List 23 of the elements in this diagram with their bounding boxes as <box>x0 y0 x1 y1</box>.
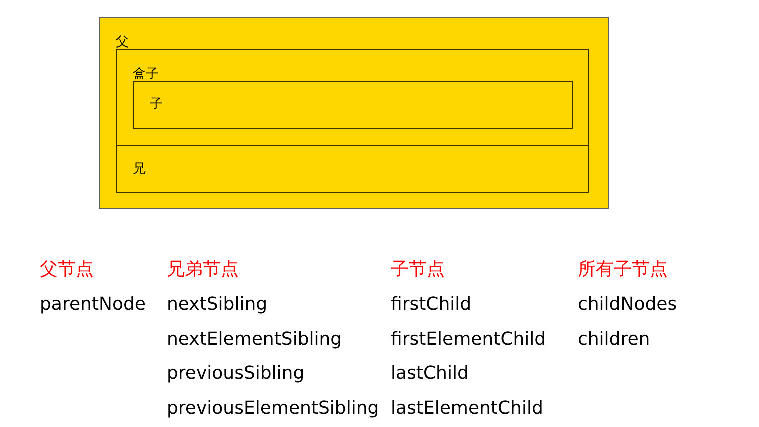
property-name: children <box>578 329 650 351</box>
property-name: previousSibling <box>167 363 305 385</box>
property-name: lastChild <box>391 363 469 385</box>
column-heading: 所有子节点 <box>578 259 668 281</box>
column-heading: 子节点 <box>391 259 445 281</box>
property-name: parentNode <box>40 294 146 316</box>
box-label: 子 <box>150 97 163 112</box>
property-name: childNodes <box>578 294 678 316</box>
property-name: nextElementSibling <box>167 329 342 351</box>
column-heading: 兄弟节点 <box>167 259 239 281</box>
property-name: firstElementChild <box>391 329 546 351</box>
property-name: previousElementSibling <box>167 398 380 420</box>
inner-box <box>133 81 573 129</box>
column-heading: 父节点 <box>40 259 94 281</box>
box-label: 父 <box>116 35 129 50</box>
middle-box <box>116 49 589 146</box>
lower-box <box>116 145 589 193</box>
outer-box <box>99 17 609 209</box>
property-name: firstChild <box>391 294 472 316</box>
box-label: 盒子 <box>133 67 159 82</box>
box-label: 兄 <box>133 162 146 177</box>
property-name: nextSibling <box>167 294 268 316</box>
property-name: lastElementChild <box>391 398 544 420</box>
